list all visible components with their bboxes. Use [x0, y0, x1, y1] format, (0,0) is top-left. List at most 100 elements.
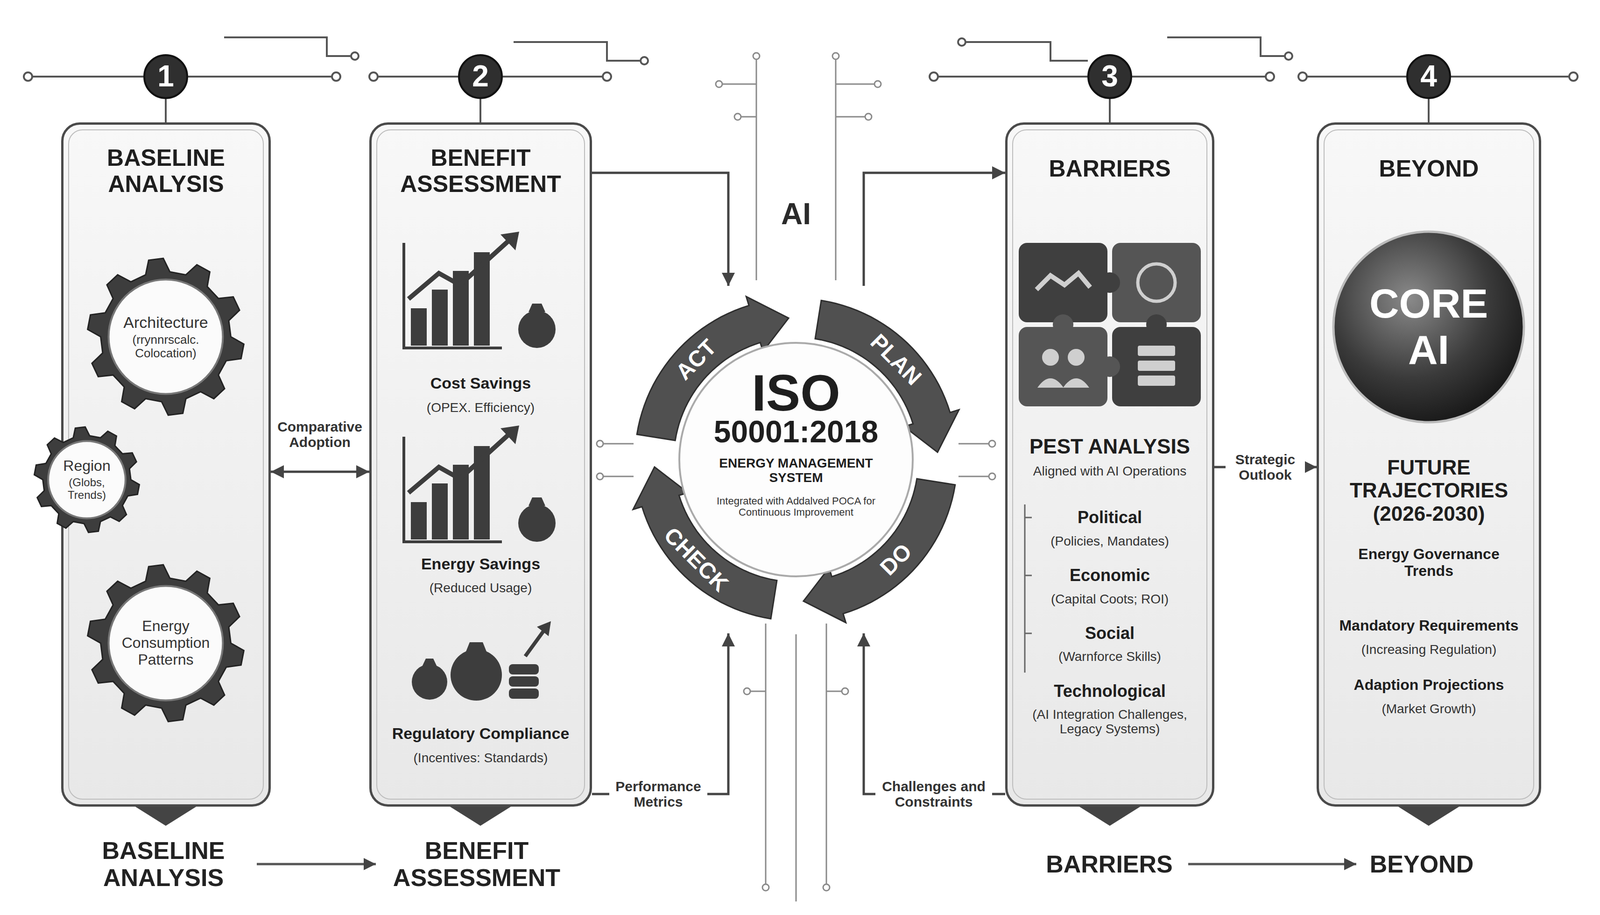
node-text: Aligned with AI Operations [1011, 463, 1208, 479]
flow-label: BEYOND [1356, 850, 1488, 878]
circuit-dot [762, 883, 769, 891]
node-text: FUTURE TRAJECTORIES (2026-2030) [1331, 455, 1528, 525]
node-text: (Market Growth) [1326, 701, 1532, 716]
node-text: Energy Consumption Patterns [114, 617, 218, 668]
money-icon [411, 620, 551, 701]
panel-inner-line [68, 129, 1534, 799]
node-text: (Reduced Usage) [380, 580, 582, 595]
puzzle-icon [1137, 263, 1176, 302]
node-text: Regulatory Compliance [378, 724, 584, 742]
circuit-dot [596, 52, 996, 891]
circuit-dot [753, 52, 760, 60]
node-text: Energy Governance Trends [1345, 545, 1514, 580]
circuit-dot [832, 52, 839, 60]
circuit-dot [874, 80, 882, 88]
cycle-center [679, 342, 913, 577]
gear-teeth [87, 564, 245, 722]
node-text: Integrated with Addalved POCA for Contin… [716, 495, 876, 519]
phase-panel: CORE AIBEYONDFUTURE TRAJECTORIES (2026-2… [1316, 122, 1542, 807]
circuit-dot [331, 72, 341, 81]
growth-chart-icon [408, 240, 509, 299]
growth-chart-icon [410, 308, 427, 346]
node-text: CORE AI [1358, 280, 1499, 373]
connector-label: Performance Metrics [609, 777, 708, 811]
growth-chart-icon [403, 425, 556, 542]
node-text: (Policies, Mandates) [1016, 533, 1204, 549]
phase-panel: Architecture(rrynnrscalc. Colocation)Reg… [61, 122, 271, 807]
node-text: Cost Savings [380, 373, 582, 392]
connector [270, 470, 370, 473]
gear-face [108, 279, 224, 395]
puzzle-icon [1146, 314, 1167, 335]
growth-chart-icon [528, 303, 546, 312]
circuit-dot [596, 472, 604, 480]
flow-arrow [256, 862, 376, 866]
pdca-cycle: ISO50001:2018ENERGY MANAGEMENT SYSTEMInt… [622, 285, 970, 634]
bracket-line [1024, 504, 1032, 673]
circuit-dot [1265, 72, 1275, 81]
node-text: (rrynnrscalc. Colocation) [116, 332, 215, 360]
panel-title: BENEFIT ASSESSMENT [382, 144, 579, 198]
circuit-dot [1298, 72, 1307, 81]
node-text: Social [1016, 623, 1204, 643]
growth-chart-icon [500, 231, 520, 251]
node-text: Architecture [112, 313, 220, 332]
globe-shape [1333, 231, 1524, 423]
gear-teeth [34, 426, 140, 533]
circuit-dot [958, 38, 966, 46]
step-number: 1 [143, 54, 189, 99]
circuit-trace [599, 56, 993, 902]
gear-face [108, 585, 224, 701]
panel-title: BASELINE ANALYSIS [72, 144, 260, 198]
money-icon [508, 663, 539, 675]
puzzle-icon [1037, 378, 1090, 388]
circuit-dot [640, 56, 649, 65]
circuit-trace [28, 37, 1574, 123]
panel-inner-line [376, 129, 585, 799]
circuit-dot [1284, 52, 1293, 60]
gear-face [48, 440, 126, 519]
money-icon [450, 648, 502, 701]
circuit-dot [23, 38, 1578, 81]
node-text: 50001:2018 [688, 414, 904, 450]
puzzle-icon [1137, 360, 1176, 371]
puzzle-icon [1052, 314, 1074, 335]
panel-fill [1316, 122, 1542, 807]
growth-chart-icon [431, 289, 448, 346]
node-text: 3 [1088, 59, 1131, 94]
puzzle-icon [1099, 356, 1121, 377]
money-icon [411, 663, 448, 700]
puzzle-icon [1137, 345, 1176, 356]
node-text: (AI Integration Challenges, Legacy Syste… [1021, 706, 1199, 737]
circuit-dot [929, 72, 938, 81]
step-number: 2 [458, 54, 503, 99]
panel-fill [61, 122, 1542, 807]
money-icon [422, 658, 437, 666]
phase-panel: BENEFIT ASSESSMENTCost Savings(OPEX. Eff… [369, 122, 593, 807]
circuit-trace [224, 37, 645, 61]
connector-label: Comparative Adoption [270, 417, 369, 452]
circuit-dot [602, 72, 612, 81]
puzzle-icon [1042, 348, 1059, 366]
circuit-dot [369, 72, 378, 81]
money-icon [465, 641, 487, 652]
flow-arrow [1188, 862, 1357, 866]
money-icon [508, 688, 539, 699]
puzzle-icon [1112, 326, 1201, 407]
circuit-dot [23, 72, 33, 81]
puzzle-icon [1112, 242, 1201, 323]
money-icon [536, 620, 551, 636]
node-text: 1 [144, 59, 187, 94]
node-text: 2 [459, 59, 502, 94]
connector [592, 172, 729, 286]
node-text: (Increasing Regulation) [1326, 641, 1532, 657]
node-text: Energy Savings [380, 554, 582, 573]
node-text: (Warnforce Skills) [1016, 648, 1204, 664]
node-text: Political [1016, 507, 1204, 527]
node-text: (Incentives: Standards) [378, 750, 584, 765]
node-text: Region [51, 457, 122, 475]
panel-fill [1005, 122, 1215, 807]
circuit-dot [988, 440, 996, 447]
panel-tab [447, 804, 514, 826]
puzzle-icon [1036, 273, 1091, 290]
